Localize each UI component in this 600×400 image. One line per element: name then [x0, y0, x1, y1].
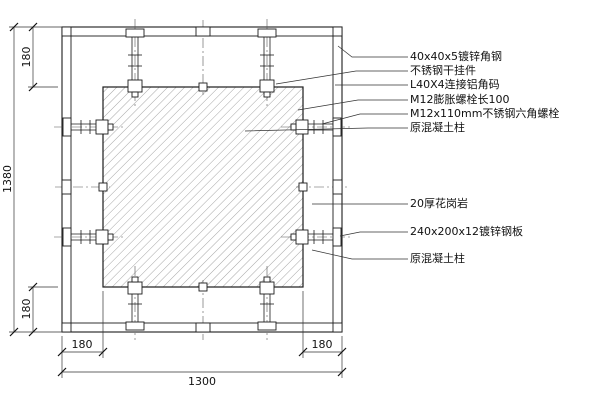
annotation-concrete-column-1: 原混凝土柱 [410, 120, 465, 134]
dimension-ticks [9, 22, 347, 377]
corner-plate [61, 322, 72, 333]
dim-label-bottom-right: 180 [312, 338, 333, 351]
dimension-lines [13, 27, 342, 373]
dim-tick [28, 282, 38, 292]
dimension-extension-lines [9, 26, 343, 378]
dim-tick [9, 327, 19, 337]
dim-tick [98, 347, 108, 357]
leader-line [321, 113, 408, 125]
annotation-concrete-column-2: 原混凝土柱 [410, 251, 465, 265]
leader-line [275, 70, 408, 85]
anchor-bolt [198, 82, 208, 92]
dimension-labels: 1380 180 180 180 180 1300 [1, 47, 333, 389]
leader-line [337, 45, 408, 58]
dim-tick [298, 347, 308, 357]
anchor-bolt [298, 182, 308, 192]
annotation-angle-steel: 40x40x5镀锌角钢 [410, 49, 502, 63]
corner-plate [61, 26, 72, 37]
dim-tick [337, 367, 347, 377]
annotation-steel-plate: 240x200x12镀锌钢板 [410, 224, 523, 238]
anchor-bolt [98, 182, 108, 192]
leader-line [339, 231, 408, 237]
leader-line [311, 249, 408, 260]
mid-plate [332, 179, 343, 195]
annotation-granite: 20厚花岗岩 [410, 196, 468, 210]
dim-label-bottom-total: 1300 [188, 375, 216, 388]
corner-plates [61, 26, 343, 333]
dim-label-bottom-left-side: 180 [20, 299, 33, 320]
annotation-labels: 40x40x5镀锌角钢 不锈钢干挂件 L40X4连接铝角码 M12膨胀螺栓长10… [410, 49, 559, 265]
dim-tick [9, 22, 19, 32]
annotation-expansion-bolt: M12膨胀螺栓长100 [410, 92, 509, 106]
dim-tick [28, 22, 38, 32]
leader-line [244, 127, 408, 132]
concrete-column-hatch [102, 86, 304, 288]
annotation-stainless-clip: 不锈钢干挂件 [410, 63, 476, 77]
dim-tick [57, 367, 67, 377]
dim-label-bottom-left: 180 [72, 338, 93, 351]
leader-line [297, 99, 408, 111]
mid-plate [195, 322, 211, 333]
dim-tick [28, 82, 38, 92]
annotation-hex-bolt: M12x110mm不锈钢六角螺栓 [410, 106, 559, 120]
annotation-aluminum-angle: L40X4连接铝角码 [410, 77, 500, 91]
dim-label-top-left: 180 [20, 47, 33, 68]
corner-plate [332, 322, 343, 333]
edge-anchor-bolts [98, 82, 308, 292]
mid-plate [61, 179, 72, 195]
dim-tick [28, 327, 38, 337]
dim-tick [57, 347, 67, 357]
leader-lines [244, 45, 408, 260]
mid-plate [195, 26, 211, 37]
anchor-bolt [198, 282, 208, 292]
dim-tick [337, 347, 347, 357]
corner-plate [332, 26, 343, 37]
dim-label-left-total: 1380 [1, 165, 14, 193]
